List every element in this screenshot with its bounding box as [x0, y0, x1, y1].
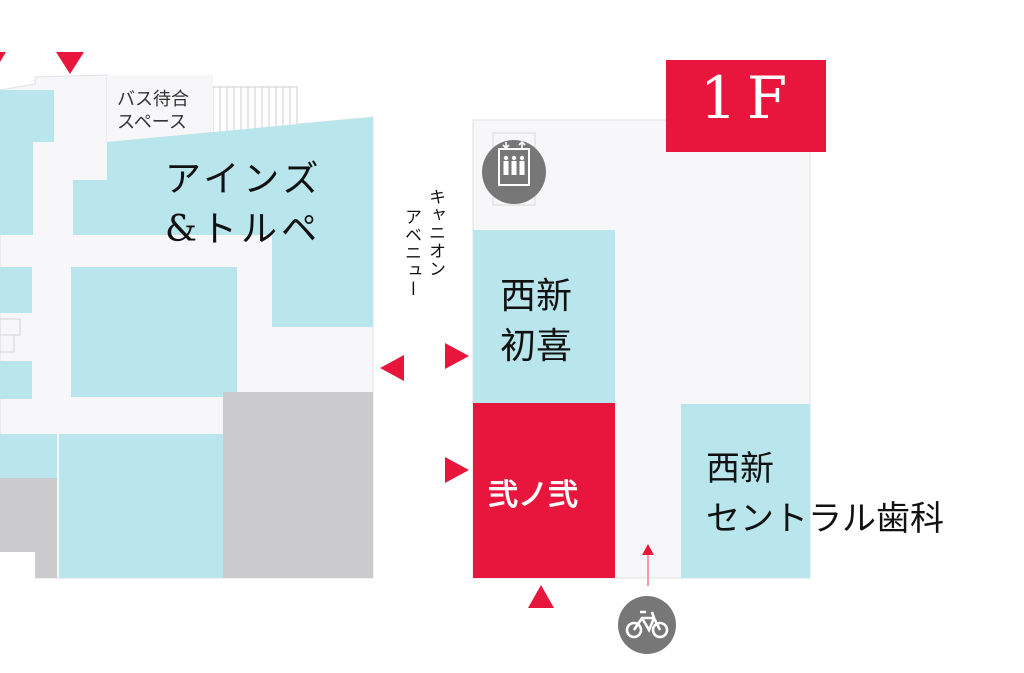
- label-line: バス待合: [117, 89, 189, 110]
- corridor-top-cover: [107, 75, 213, 142]
- shop-block[interactable]: [0, 434, 57, 478]
- entrance-arrow-icon: [445, 343, 469, 369]
- shop-label-nishijin-central-dental: 西新 セントラル歯科: [706, 444, 944, 544]
- label-line: 西新: [706, 449, 774, 489]
- canyon-avenue-label-1: キャニオン: [425, 188, 445, 278]
- shop-block[interactable]: [59, 434, 223, 578]
- bus-waiting-space-stripes: [212, 86, 298, 134]
- shop-block-center[interactable]: [71, 267, 237, 397]
- shop-block[interactable]: [0, 90, 54, 142]
- floor-label: 1F: [700, 64, 798, 132]
- label-line: &トルペ: [165, 209, 322, 250]
- label-line: セントラル歯科: [706, 499, 944, 539]
- shop-label-ains-tolpe: アインズ &トルペ: [165, 155, 322, 255]
- entrance-arrow-icon: [445, 457, 469, 483]
- stair-block: [0, 334, 15, 353]
- shop-ni-no-ni[interactable]: [473, 403, 615, 578]
- shop-block[interactable]: [0, 267, 32, 313]
- service-area: [223, 392, 373, 578]
- shop-block[interactable]: [0, 361, 32, 399]
- floor-badge: [666, 60, 826, 152]
- shop-ains-tolpe[interactable]: [73, 117, 373, 327]
- entrance-arrow-icon: [56, 52, 84, 74]
- label-line: 西新: [500, 276, 573, 317]
- entrance-arrow-icon: [0, 52, 6, 62]
- label-line: スペース: [117, 112, 187, 133]
- label-line: アインズ: [165, 159, 323, 200]
- shop-label-ni-no-ni: 弐ノ弐: [488, 478, 578, 513]
- shop-nishijin-central-dental[interactable]: [681, 404, 810, 578]
- shop-label-nishijin-hatsuki: 西新 初喜: [500, 272, 572, 372]
- stair-block: [0, 318, 21, 336]
- shop-nishijin-hatsuki[interactable]: [473, 230, 615, 403]
- label-line: 初喜: [500, 326, 573, 367]
- entrance-arrow-icon: [528, 585, 554, 608]
- bicycle-route-arrow: [642, 544, 654, 586]
- canyon-avenue-label-2: アベニュー: [401, 208, 421, 298]
- outside-area: [0, 552, 35, 578]
- bus-waiting-space-label: バス待合 スペース: [117, 88, 189, 134]
- bicycle-parking-icon[interactable]: [618, 596, 676, 654]
- entrance-arrow-icon: [380, 355, 404, 381]
- elevator-icon[interactable]: [482, 132, 546, 206]
- shop-block[interactable]: [0, 142, 33, 235]
